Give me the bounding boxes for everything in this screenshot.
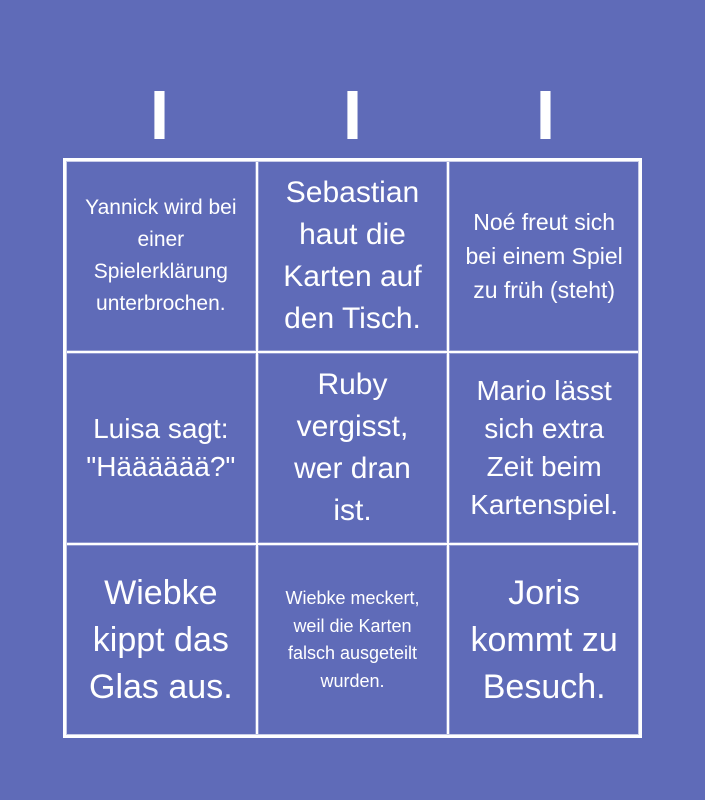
cell-text: Mario lässt sich extra Zeit beim Kartens… [470,375,619,520]
cell-text: Yannick wird bei einer Spielerklärung un… [85,196,237,315]
bingo-cell-r1c3[interactable]: Noé freut sich bei einem Spiel zu früh (… [448,160,640,352]
bingo-cell-r3c3[interactable]: Joris kommt zu Besuch. [448,544,640,736]
header-letter-1: I [149,76,170,154]
cell-text: Ruby vergisst, wer dran ist. [294,368,411,527]
cell-text: Luisa sagt: "Hääääää?" [86,413,236,482]
bingo-header: I I I [63,80,642,150]
cell-text: Wiebke kippt das Glas aus. [89,573,233,706]
header-letter-2: I [342,76,363,154]
cell-text: Wiebke meckert, weil die Karten falsch a… [285,588,420,691]
cell-text: Sebastian haut die Karten auf den Tisch. [283,176,422,335]
bingo-cell-r2c2[interactable]: Ruby vergisst, wer dran ist. [256,352,449,544]
bingo-cell-r1c1[interactable]: Yannick wird bei einer Spielerklärung un… [65,160,257,352]
cell-text: Noé freut sich bei einem Spiel zu früh (… [465,209,623,303]
bingo-cell-r2c3[interactable]: Mario lässt sich extra Zeit beim Kartens… [448,352,640,544]
bingo-cell-r1c2[interactable]: Sebastian haut die Karten auf den Tisch. [256,160,449,352]
header-letter-3: I [535,76,556,154]
cell-text: Joris kommt zu Besuch. [470,573,618,706]
bingo-cell-r3c2[interactable]: Wiebke meckert, weil die Karten falsch a… [256,544,449,736]
bingo-cell-r3c1[interactable]: Wiebke kippt das Glas aus. [65,544,257,736]
bingo-cell-r2c1[interactable]: Luisa sagt: "Hääääää?" [65,352,257,544]
bingo-board: Yannick wird bei einer Spielerklärung un… [63,158,642,738]
